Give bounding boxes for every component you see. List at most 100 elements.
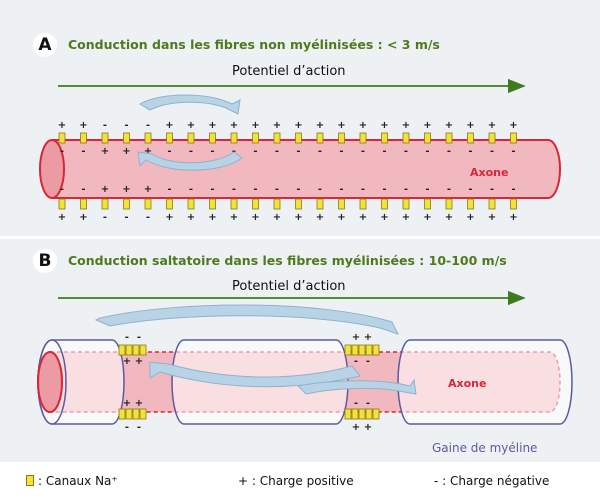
positive-charge: +	[251, 120, 259, 131]
panel-a-sodium-channels-bottom	[58, 198, 517, 210]
panel-a-title: Conduction dans les fibres non myélinisé…	[68, 37, 440, 52]
positive-charge: +	[251, 212, 259, 223]
sodium-channel	[445, 132, 453, 144]
sodium-channel	[467, 132, 474, 144]
negative-charge: -	[382, 146, 386, 157]
sodium-channel	[132, 344, 140, 356]
panel-a-badge: A	[33, 33, 57, 57]
sodium-channel	[123, 198, 130, 210]
positive-charge: +	[359, 212, 367, 223]
positive-charge: +	[402, 120, 410, 131]
negative-charge: -	[189, 184, 193, 195]
sodium-channel	[338, 198, 345, 210]
sodium-channel	[316, 198, 324, 210]
positive-charge: +	[364, 332, 372, 343]
negative-charge: -	[318, 146, 322, 157]
positive-charge: +	[208, 120, 216, 131]
positive-charge: +	[165, 120, 173, 131]
negative-charge: -	[275, 184, 279, 195]
positive-charge: +	[101, 146, 109, 157]
negative-charge: -	[253, 146, 257, 157]
sodium-channel	[166, 132, 173, 144]
negative-charge: -	[366, 356, 370, 367]
sodium-channel	[424, 132, 431, 144]
negative-charge: -	[81, 146, 85, 157]
negative-charge: -	[137, 422, 141, 433]
sodium-channel	[80, 132, 87, 144]
sodium-channel	[488, 198, 496, 210]
sodium-channel	[381, 132, 388, 144]
sodium-channel	[424, 198, 431, 210]
negative-charge: -	[253, 184, 257, 195]
negative-charge: -	[210, 184, 214, 195]
sodium-channel	[372, 408, 380, 420]
legend-negative-charge: - : Charge négative	[434, 474, 550, 488]
positive-charge: +	[144, 184, 152, 195]
sodium-channel	[139, 344, 147, 356]
sodium-channel	[230, 198, 238, 210]
sodium-channel	[118, 344, 126, 356]
sodium-channel	[252, 132, 259, 144]
sodium-channel	[144, 132, 152, 144]
sodium-channel	[58, 198, 66, 210]
sodium-channel	[58, 132, 66, 144]
sodium-channel	[488, 132, 496, 144]
sodium-channel	[230, 132, 238, 144]
sodium-channel	[209, 132, 216, 144]
sodium-channel	[273, 198, 281, 210]
positive-charge: +	[123, 356, 131, 367]
panel-a-axon-label: Axone	[470, 166, 508, 179]
positive-charge: +	[230, 212, 238, 223]
positive-charge: +	[122, 146, 130, 157]
negative-charge: -	[318, 184, 322, 195]
negative-charge: -	[339, 184, 343, 195]
sodium-channel	[187, 132, 195, 144]
sodium-channel	[80, 198, 87, 210]
sodium-channel	[402, 132, 410, 144]
sodium-channel	[351, 344, 359, 356]
positive-charge: +	[273, 120, 281, 131]
sodium-channel	[467, 198, 474, 210]
positive-charge: +	[445, 120, 453, 131]
positive-charge: +	[380, 120, 388, 131]
sodium-channel	[358, 344, 366, 356]
sodium-channel	[381, 198, 388, 210]
negative-charge: -	[511, 184, 515, 195]
negative-charge: -	[146, 120, 150, 131]
negative-charge: -	[468, 184, 472, 195]
sodium-channel	[125, 408, 133, 420]
sodium-channel	[139, 408, 147, 420]
sodium-channel	[144, 198, 152, 210]
panel-a-sodium-channels-top	[58, 132, 517, 144]
negative-charge: -	[490, 184, 494, 195]
negative-charge: -	[354, 398, 358, 409]
sodium-channel	[445, 198, 453, 210]
panel-a-local-currents	[137, 94, 243, 171]
negative-charge: -	[490, 146, 494, 157]
sodium-channel-icon	[26, 475, 34, 486]
sodium-channel	[344, 344, 352, 356]
legend: : Canaux Na⁺ + : Charge positive - : Cha…	[0, 462, 600, 499]
sodium-channel	[402, 198, 410, 210]
sodium-channel	[273, 132, 281, 144]
sodium-channel	[295, 132, 302, 144]
negative-charge: -	[103, 120, 107, 131]
positive-charge: +	[165, 212, 173, 223]
negative-charge: -	[361, 146, 365, 157]
sodium-channel	[372, 344, 380, 356]
positive-charge: +	[352, 422, 360, 433]
negative-charge: -	[296, 184, 300, 195]
positive-charge: +	[402, 212, 410, 223]
sodium-channel	[344, 408, 352, 420]
positive-charge: +	[273, 212, 281, 223]
sodium-channel	[252, 198, 259, 210]
negative-charge: -	[361, 184, 365, 195]
panel-b-badge: B	[33, 249, 57, 273]
sodium-channel	[123, 132, 130, 144]
negative-charge: -	[137, 332, 141, 343]
negative-charge: -	[382, 184, 386, 195]
sodium-channel	[209, 198, 216, 210]
negative-charge: -	[296, 146, 300, 157]
sodium-channel	[359, 198, 367, 210]
legend-sodium-channels: : Canaux Na⁺	[26, 474, 118, 488]
